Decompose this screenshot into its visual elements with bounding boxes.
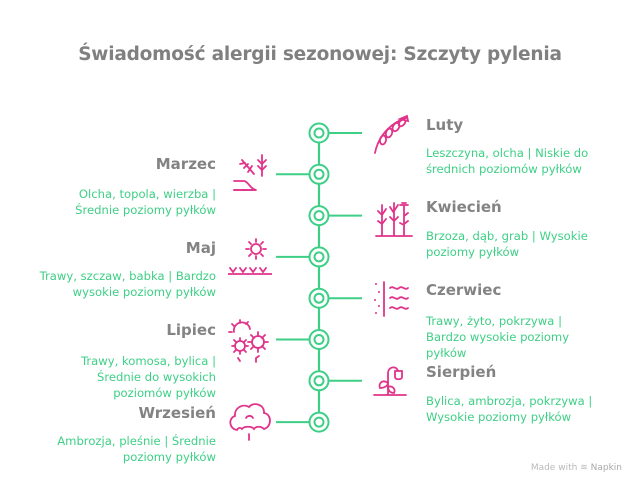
wilted-plant-icon [373, 366, 407, 396]
timeline-node-inner-6 [313, 375, 325, 387]
footer-watermark: Made with ≋ Napkin [531, 463, 622, 473]
timeline-node-inner-7 [313, 416, 325, 428]
month-desc-maj: Trawy, szczaw, babka | Bardzo wysokie po… [39, 269, 216, 299]
month-label-maj: Maj [185, 239, 216, 257]
month-label-marzec: Marzec [155, 155, 216, 173]
month-desc-czerwiec: Trawy, żyto, pokrzywa | Bardzo wysokie p… [426, 314, 570, 360]
month-label-czerwiec: Czerwiec [426, 281, 502, 299]
month-desc-luty: Leszczyna, olcha | Niskie do średnich po… [426, 146, 589, 176]
month-desc-sierpien: Bylica, ambrozja, pokrzywa | Wysokie poz… [426, 394, 593, 424]
page-title: Świadomość alergii sezonowej: Szczyty py… [78, 44, 562, 65]
branches-icon [233, 154, 267, 191]
month-label-luty: Luty [426, 116, 464, 134]
timeline-node-inner-0 [313, 127, 325, 139]
pollen-spores-icon [228, 319, 269, 363]
wind-pollen-icon [374, 281, 409, 317]
month-label-lipiec: Lipiec [166, 321, 216, 339]
timeline-node-inner-4 [313, 292, 325, 304]
brand-name: Napkin [590, 463, 622, 473]
made-with-label: Made with [530, 463, 578, 473]
mold-cloud-icon [229, 403, 271, 441]
month-label-sierpien: Sierpień [426, 363, 497, 381]
timeline-node-inner-2 [313, 210, 325, 222]
timeline-node-inner-3 [313, 251, 325, 263]
sun-grass-icon [228, 238, 272, 275]
wheat-icon [374, 114, 410, 154]
month-desc-lipiec: Trawy, komosa, bylica | Średnie do wysok… [81, 354, 216, 400]
timeline-node-inner-1 [313, 168, 325, 180]
napkin-logo-icon: ≋ [580, 463, 588, 473]
month-label-kwiecien: Kwiecień [426, 198, 502, 216]
trees-icon [375, 202, 413, 237]
month-desc-marzec: Olcha, topola, wierzba | Średnie poziomy… [75, 187, 216, 217]
timeline-node-inner-5 [313, 334, 325, 345]
month-label-wrzesien: Wrzesień [138, 404, 216, 422]
month-desc-kwiecien: Brzoza, dąb, grab | Wysokie poziomy pyłk… [426, 229, 588, 259]
month-desc-wrzesien: Ambrozja, pleśnie | Średnie poziomy pyłk… [57, 434, 216, 464]
